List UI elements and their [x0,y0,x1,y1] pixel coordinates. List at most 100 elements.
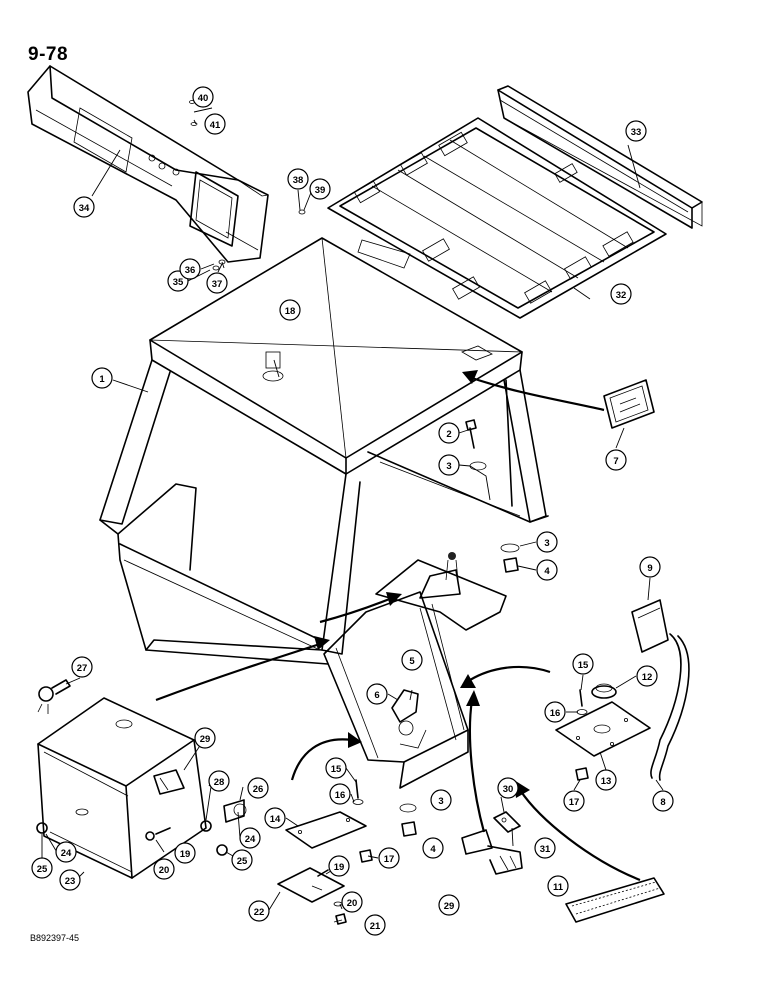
svg-text:13: 13 [601,776,612,787]
svg-text:9: 9 [647,563,652,574]
callout-25: 25 [231,849,253,871]
callout-20: 20 [341,891,363,913]
callout-20: 20 [153,858,175,880]
svg-text:24: 24 [61,848,72,859]
svg-text:18: 18 [285,306,296,317]
svg-text:25: 25 [37,864,48,875]
callout-40: 40 [192,86,214,108]
latch-assembly [36,769,247,856]
callout-12: 12 [636,665,658,687]
mirror [603,379,655,429]
svg-text:7: 7 [613,456,618,467]
svg-text:22: 22 [254,907,265,918]
floor-mat [565,877,665,923]
callout-30: 30 [497,777,519,799]
svg-text:38: 38 [293,175,304,186]
toolbox [37,697,207,879]
svg-text:32: 32 [616,290,627,301]
svg-text:34: 34 [79,203,90,214]
callout-29: 29 [438,894,460,916]
svg-text:40: 40 [198,93,209,104]
access-cover-plate [555,701,651,757]
callout-19: 19 [328,855,350,877]
callout-3: 3 [430,789,452,811]
grommet [591,683,617,699]
callout-13: 13 [595,769,617,791]
page-number: 9-78 [28,44,69,65]
callout-33: 33 [625,120,647,142]
small-hardware [189,100,589,925]
svg-text:27: 27 [77,663,88,674]
svg-text:5: 5 [409,656,415,667]
callout-16: 16 [329,783,351,805]
svg-text:12: 12 [642,672,653,683]
callout-31: 31 [534,837,556,859]
callout-7: 7 [605,449,627,471]
svg-text:26: 26 [253,784,264,795]
svg-text:29: 29 [444,901,455,912]
svg-text:19: 19 [180,849,191,860]
svg-text:19: 19 [334,862,345,873]
callout-6: 6 [366,683,388,705]
svg-text:41: 41 [210,120,221,131]
svg-text:28: 28 [214,777,225,788]
roof-trim-strip [497,85,703,229]
svg-text:15: 15 [331,764,342,775]
bracket-plate [277,867,345,903]
roof-fitting [262,351,284,382]
latch-bracket [493,811,521,833]
callout-19: 19 [174,842,196,864]
ignition-key [37,679,71,714]
callout-27: 27 [71,656,93,678]
callout-3: 3 [438,454,460,476]
callout-16: 16 [544,701,566,723]
svg-text:1: 1 [99,374,105,385]
svg-text:16: 16 [550,708,561,719]
roof-liner [327,117,667,319]
callout-38: 38 [287,168,309,190]
svg-text:3: 3 [446,461,451,472]
door-hinge [461,829,523,875]
svg-text:31: 31 [540,844,551,855]
svg-text:3: 3 [544,538,549,549]
drain-hose [650,633,690,781]
svg-text:35: 35 [173,277,184,288]
svg-text:4: 4 [430,844,436,855]
callout-39: 39 [309,178,331,200]
callout-8: 8 [652,790,674,812]
svg-text:20: 20 [159,865,170,876]
callout-9: 9 [639,556,661,578]
svg-text:17: 17 [384,854,395,865]
svg-text:29: 29 [200,734,211,745]
svg-text:36: 36 [185,265,196,276]
bolt-and-washer-set [465,419,520,573]
callout-32: 32 [610,283,632,305]
svg-text:8: 8 [660,797,665,808]
svg-text:14: 14 [270,814,281,825]
dashboard-panel [27,65,269,263]
callout-17: 17 [563,790,585,812]
svg-text:15: 15 [578,660,589,671]
callout-5: 5 [401,649,423,671]
callout-41: 41 [204,113,226,135]
svg-text:23: 23 [65,876,76,887]
callout-1: 1 [91,367,113,389]
callout-24: 24 [239,827,261,849]
callout-24: 24 [55,841,77,863]
callout-29: 29 [194,727,216,749]
callout-25: 25 [31,857,53,879]
callout-15: 15 [325,757,347,779]
drawing-reference-code: B892397-45 [30,933,80,943]
rubber-boot [631,599,669,653]
callout-18: 18 [279,299,301,321]
callout-3: 3 [536,531,558,553]
callout-37: 37 [206,272,228,294]
svg-text:30: 30 [503,784,514,795]
callout-4: 4 [536,559,558,581]
assembly-arrows [155,370,641,882]
svg-text:33: 33 [631,127,642,138]
floor-plate [285,811,367,849]
callout-11: 11 [547,875,569,897]
